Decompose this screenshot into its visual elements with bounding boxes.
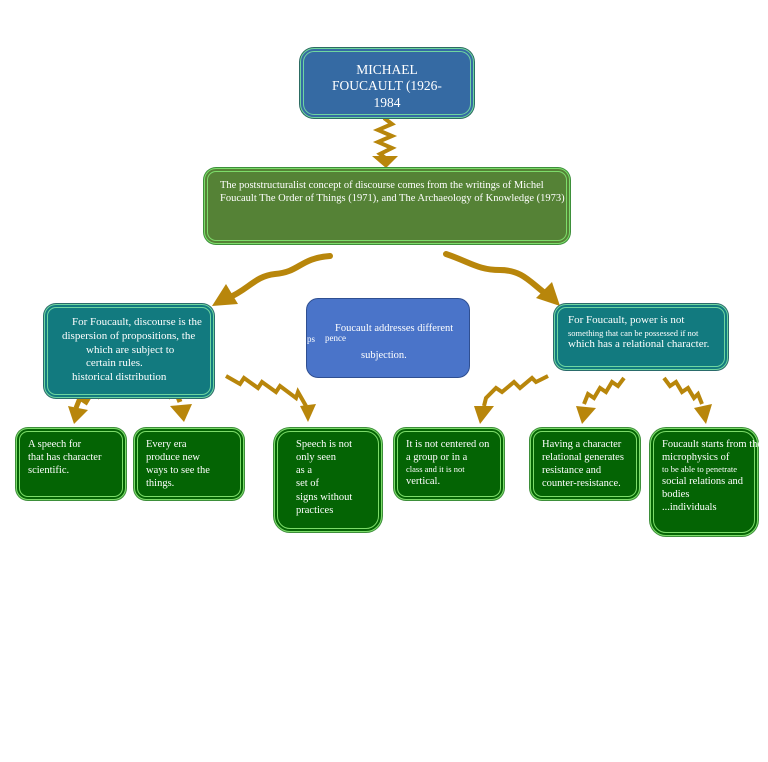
leaf4-line-1: It is not centered on: [406, 439, 490, 450]
leaf4-line-2: a group or in a: [406, 452, 468, 464]
leaf2-line-2: produce new: [146, 452, 200, 464]
leaf2-line-3: ways to see the: [146, 465, 210, 477]
leaf2-line-4: things.: [146, 478, 175, 490]
leaf-microphysics: Foucault starts from the microphysics of…: [650, 428, 763, 536]
title-node: MICHAEL FOUCAULT (1926- 1984: [300, 48, 474, 118]
subjection-node: Foucault addresses different ps pence su…: [306, 298, 470, 378]
power-line-1: For Foucault, power is not: [568, 314, 685, 326]
zigzag-arrow-title-to-concept: [372, 116, 398, 168]
discourse-line-4: certain rules.: [86, 357, 143, 370]
leaf6-line-1: Foucault starts from the: [662, 439, 763, 450]
zigzag-arrow-right-to-leaf6: [662, 376, 712, 424]
discourse-line-5: historical distribution: [72, 371, 167, 383]
subjection-fragment-a: ps: [307, 334, 316, 344]
title-line-2: FOUCAULT (1926-: [332, 78, 442, 94]
leaf3-line-4: set of: [296, 478, 320, 490]
leaf2-line-1: Every era: [146, 439, 187, 450]
zigzag-arrow-left-to-leaf3: [225, 374, 316, 422]
leaf6-line-4: social relations and: [662, 475, 744, 487]
leaf6-line-6: ...individuals: [662, 502, 717, 514]
leaf5-line-4: counter-resistance.: [542, 478, 621, 490]
power-line-2: something that can be possessed if not: [568, 327, 699, 338]
leaf4-line-3: class and it is not: [406, 464, 465, 475]
leaf3-line-6: practices: [296, 504, 334, 516]
discourse-line-1: For Foucault, discourse is the: [72, 316, 202, 328]
leaf-relational-character: Having a character relational generates …: [530, 428, 640, 500]
leaf-not-centered: It is not centered on a group or in a cl…: [394, 428, 504, 500]
leaf1-line-2: that has character: [28, 452, 102, 464]
subjection-line-3: subjection.: [361, 350, 407, 361]
concept-line-1: The poststructuralist concept of discour…: [220, 180, 544, 191]
leaf5-line-1: Having a character: [542, 439, 622, 450]
power-node: For Foucault, power is not something tha…: [554, 304, 728, 370]
title-line-1: MICHAEL: [356, 62, 418, 77]
discourse-node: For Foucault, discourse is the dispersio…: [44, 304, 214, 398]
leaf3-line-1: Speech is not: [296, 439, 352, 450]
zigzag-arrow-right-to-leaf5: [576, 376, 626, 424]
leaf6-line-2: microphysics of: [662, 452, 730, 464]
concept-line-2: Foucault The Order of Things (1971), and…: [220, 193, 565, 205]
wavy-arrow-concept-to-right: [443, 251, 560, 306]
leaf6-line-5: bodies: [662, 489, 690, 500]
subjection-line-1: Foucault addresses different: [335, 323, 454, 334]
leaf3-line-5: signs without: [296, 491, 353, 503]
discourse-line-3: which are subject to: [86, 343, 175, 356]
leaf3-line-3: as a: [296, 465, 313, 477]
title-line-3: 1984: [373, 94, 401, 110]
leaf1-line-1: A speech for: [28, 439, 82, 450]
leaf3-line-2: only seen: [296, 452, 336, 464]
leaf-every-era: Every era produce new ways to see the th…: [134, 428, 244, 500]
leaf5-line-3: resistance and: [542, 465, 602, 477]
concept-node: The poststructuralist concept of discour…: [204, 168, 570, 244]
wavy-arrow-concept-to-left: [212, 253, 333, 306]
leaf1-line-3: scientific.: [28, 465, 70, 477]
power-line-3: which has a relational character.: [568, 338, 710, 351]
leaf4-line-4: vertical.: [406, 475, 441, 487]
leaf5-line-2: relational generates: [542, 452, 624, 464]
discourse-line-2: dispersion of propositions, the: [62, 329, 196, 342]
leaf-scientific-speech: A speech for that has character scientif…: [16, 428, 126, 500]
leaf-speech-practices: Speech is not only seen as a set of sign…: [274, 428, 382, 532]
leaf6-line-3: to be able to penetrate: [662, 464, 738, 475]
subjection-fragment-b: pence: [325, 333, 346, 343]
zigzag-arrow-right-to-leaf4: [474, 374, 549, 424]
